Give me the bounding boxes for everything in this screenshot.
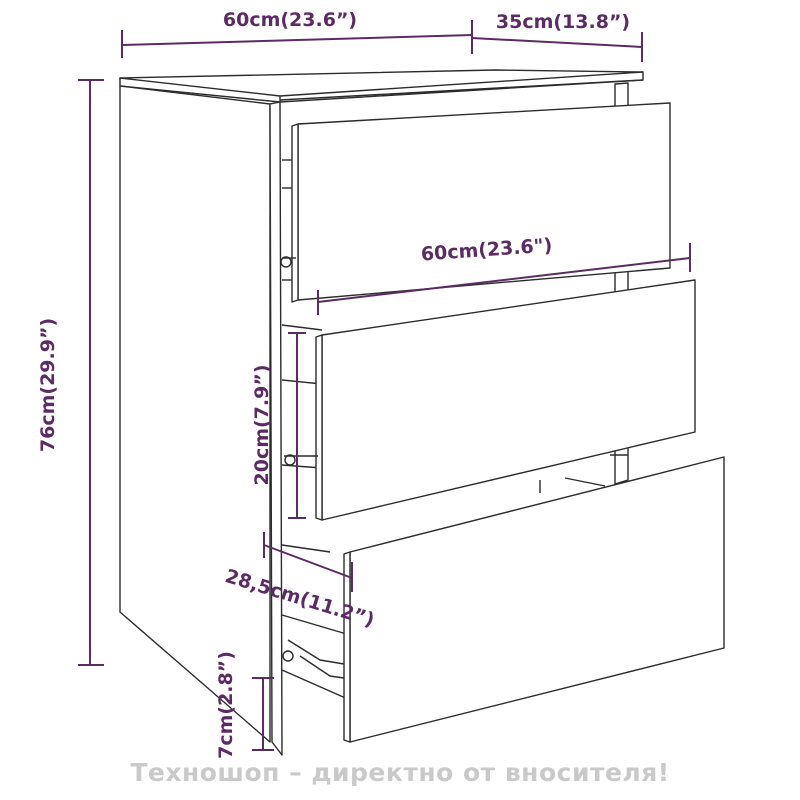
cabinet-outline [119,69,725,756]
leg-height-label: 7cm(2.8”) [215,651,237,759]
top-width-label: 60cm(23.6”) [223,9,357,31]
height-label: 76cm(29.9”) [37,318,59,452]
watermark: Техношоп – директно от вносителя! [130,758,670,787]
drawer-middle [284,279,696,521]
drawer-bottom [282,456,725,743]
drawer-height-label: 20cm(7.9”) [251,364,273,485]
dimension-lines [78,20,691,751]
cabinet-left-side [119,85,271,743]
cabinet-left-front-edge [269,101,283,756]
drawer-top [280,102,671,303]
top-depth-label: 35cm(13.8”) [496,11,630,33]
